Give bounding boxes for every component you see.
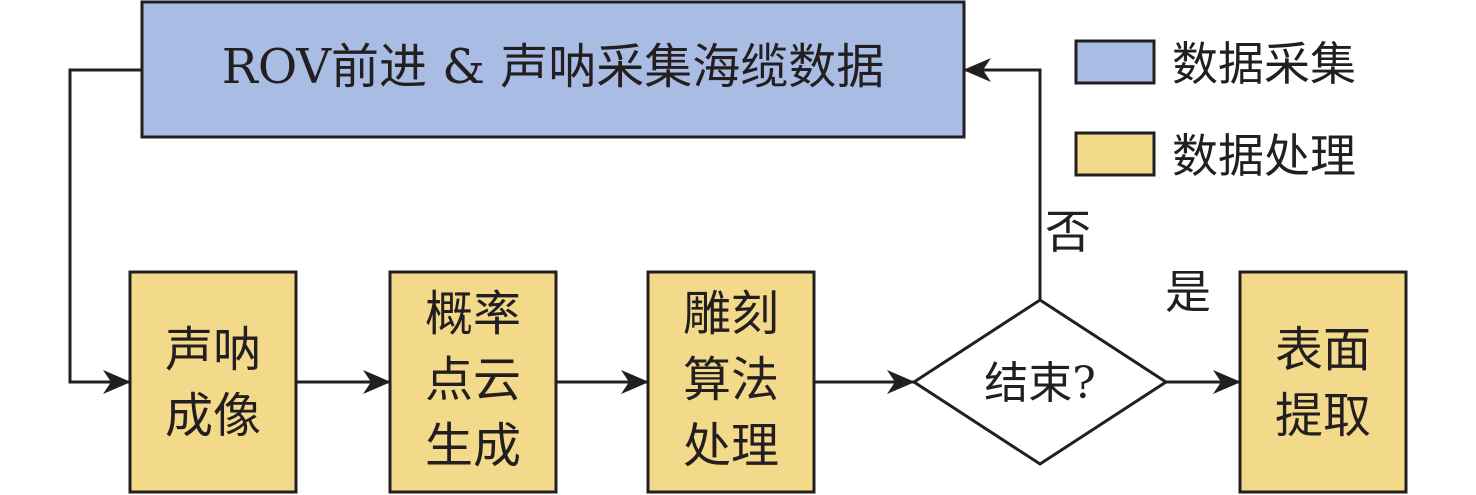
carving-algorithm-line-2: 算法 [683, 352, 779, 408]
legend-process-swatch [1074, 131, 1156, 177]
connector-decision-to-collect [963, 58, 1042, 300]
prob-point-cloud-box [388, 270, 558, 494]
legend-collect-label: 数据采集 [1172, 37, 1356, 91]
data-collection-label: ROV前进 & 声呐采集海缆数据 [222, 39, 885, 95]
prob-point-cloud-line-3: 生成 [425, 418, 521, 474]
decision-label: 结束? [984, 358, 1096, 409]
surface-extraction-line-2: 提取 [1275, 388, 1371, 444]
sonar-imaging-line-1: 声呐 [165, 322, 261, 378]
carving-algorithm-line-3: 处理 [683, 418, 779, 474]
decision-diamond [911, 298, 1169, 466]
legend-collect-swatch [1074, 39, 1156, 85]
sonar-imaging-box [128, 270, 298, 494]
legend-process-label: 数据处理 [1172, 129, 1356, 183]
carving-algorithm-box [646, 270, 816, 494]
data-collection-box [140, 0, 966, 139]
surface-extraction-box [1238, 270, 1408, 494]
edge-label-no: 否 [1045, 205, 1091, 259]
prob-point-cloud-line-2: 点云 [425, 352, 521, 408]
prob-point-cloud-line-1: 概率 [425, 286, 521, 342]
surface-extraction-line-1: 表面 [1275, 322, 1371, 378]
carving-algorithm-line-1: 雕刻 [683, 286, 779, 342]
sonar-imaging-line-2: 成像 [165, 388, 261, 444]
connector-collect-to-sonar [68, 68, 142, 394]
edge-label-yes: 是 [1165, 265, 1211, 319]
